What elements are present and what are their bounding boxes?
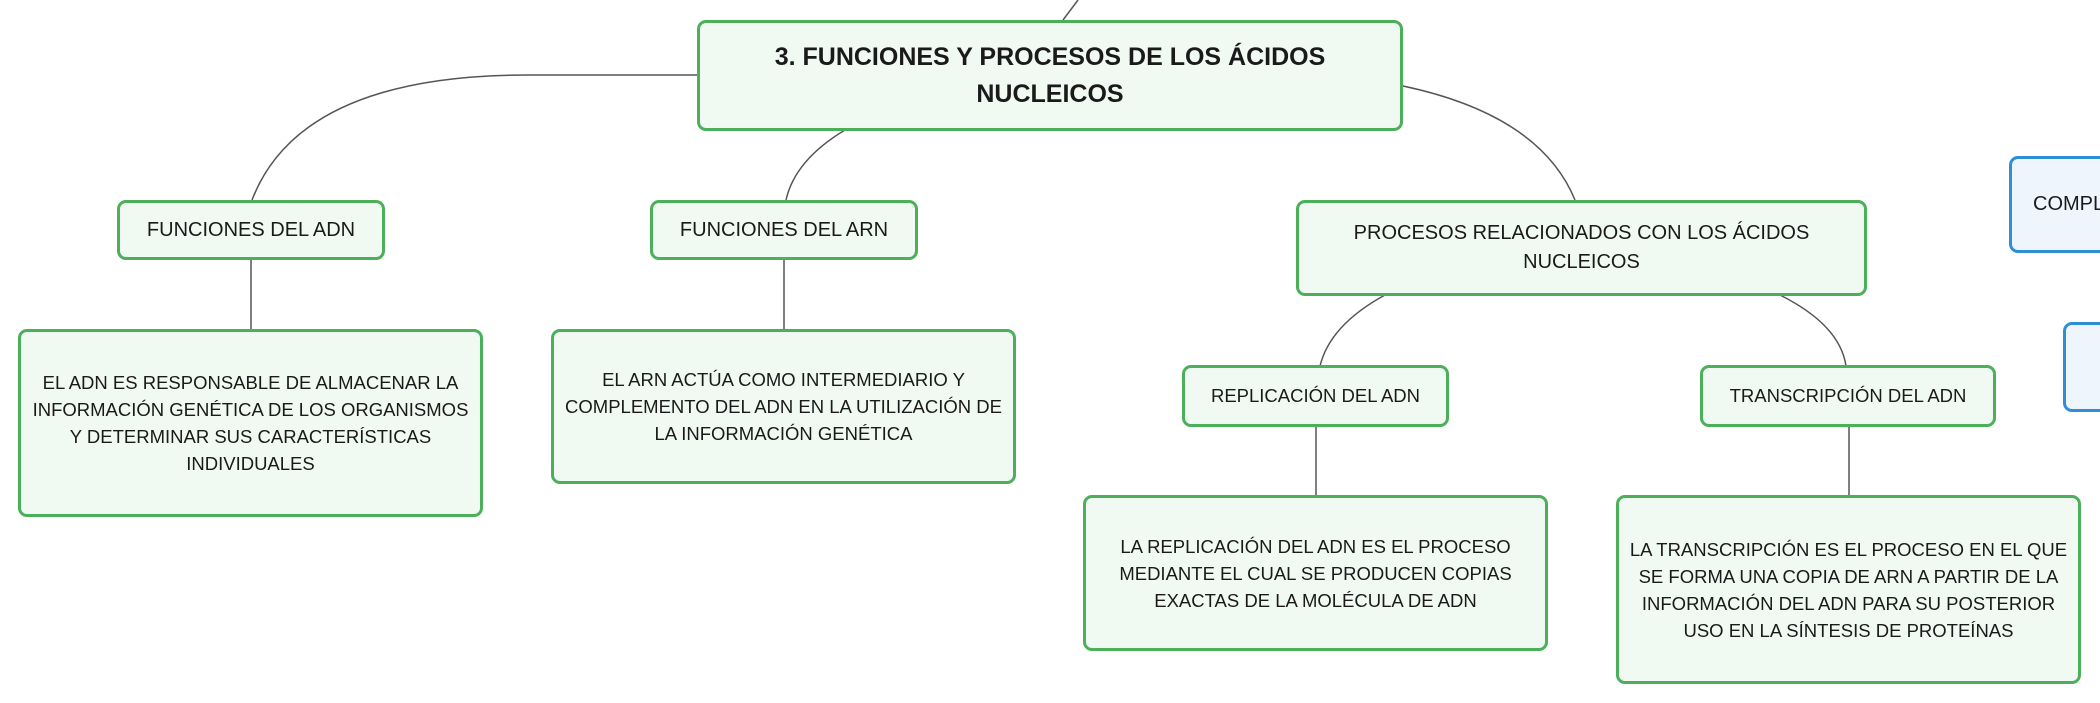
detail-transcripcion-text: LA TRANSCRIPCIÓN ES EL PROCESO EN EL QUE… [1629,538,2068,641]
node-funciones-adn[interactable]: FUNCIONES DEL ADN [117,200,385,260]
node-transcripcion-label: TRANSCRIPCIÓN DEL ADN [1729,384,1967,406]
node-funciones-adn-label: FUNCIONES DEL ADN [146,218,356,241]
connector-root-to-arn [785,129,846,201]
node-procesos[interactable]: PROCESOS RELACIONADOS CON LOS ÁCIDOS NUC… [1296,200,1867,296]
detail-replicacion-text: LA REPLICACIÓN DEL ADN ES EL PROCESO MED… [1119,535,1512,611]
offscreen-node-compl-label: COMPL [2033,193,2100,215]
connector-procesos-to-transcripcion [1779,294,1847,367]
connector-root-to-adn [251,74,697,201]
detail-replicacion[interactable]: LA REPLICACIÓN DEL ADN ES EL PROCESO MED… [1083,495,1548,651]
connector-procesos-to-replicacion [1319,294,1386,367]
node-procesos-label: PROCESOS RELACIONADOS CON LOS ÁCIDOS NUC… [1353,222,1810,273]
connector-root-to-procesos [1402,85,1576,201]
root-title: 3. FUNCIONES Y PROCESOS DE LOS ÁCIDOS NU… [774,43,1326,108]
node-funciones-arn-label: FUNCIONES DEL ARN [679,218,889,241]
detail-funciones-adn-text: EL ADN ES RESPONSABLE DE ALMACENAR LA IN… [32,372,469,474]
node-replicacion-label: REPLICACIÓN DEL ADN [1210,384,1421,406]
detail-funciones-adn[interactable]: EL ADN ES RESPONSABLE DE ALMACENAR LA IN… [18,329,483,517]
offscreen-node-compl[interactable]: COMPL [2009,156,2100,253]
node-funciones-arn[interactable]: FUNCIONES DEL ARN [650,200,918,260]
detail-transcripcion[interactable]: LA TRANSCRIPCIÓN ES EL PROCESO EN EL QUE… [1616,495,2081,684]
node-replicacion[interactable]: REPLICACIÓN DEL ADN [1182,365,1449,427]
offscreen-node-partial[interactable] [2063,322,2100,412]
detail-funciones-arn[interactable]: EL ARN ACTÚA COMO INTERMEDIARIO Y COMPLE… [551,329,1016,484]
node-transcripcion[interactable]: TRANSCRIPCIÓN DEL ADN [1700,365,1996,427]
root-node[interactable]: 3. FUNCIONES Y PROCESOS DE LOS ÁCIDOS NU… [697,20,1403,131]
detail-funciones-arn-text: EL ARN ACTÚA COMO INTERMEDIARIO Y COMPLE… [565,369,1002,444]
connector-parent-to-root [1062,0,1079,21]
